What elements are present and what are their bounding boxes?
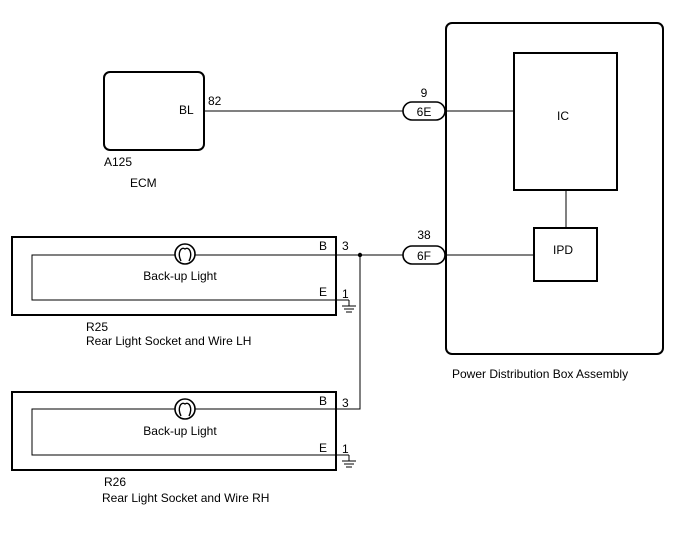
pdb-outline [445, 22, 664, 355]
connector-6e-pin: 9 [421, 86, 428, 100]
socket-rh-pin-e-letter: E [319, 441, 327, 455]
socket-lh-pin-e-letter: E [319, 285, 327, 299]
ground-icon [336, 454, 356, 468]
ipd-label: IPD [553, 243, 573, 257]
socket-rh-outline [11, 391, 337, 471]
socket-rh-name: Rear Light Socket and Wire RH [102, 491, 269, 505]
socket-lh-pin-b-number: 3 [342, 239, 349, 253]
socket-rh-connector: R26 [104, 475, 126, 489]
socket-lh-name: Rear Light Socket and Wire LH [86, 334, 251, 348]
connector-6f: 38 6F [402, 228, 446, 265]
power-distribution-box: IC IPD Power Distribution Box Assembly [445, 22, 664, 381]
socket-rh-light-label: Back-up Light [143, 424, 217, 438]
ecm: BL 82 A125 ECM [103, 71, 222, 190]
socket-lh-outline [11, 236, 337, 316]
socket-lh-pin-b-letter: B [319, 239, 327, 253]
connector-6f-pin: 38 [417, 228, 431, 242]
socket-lh-light-label: Back-up Light [143, 269, 217, 283]
ecm-pin-code: BL [179, 103, 194, 117]
connector-6f-code: 6F [417, 249, 431, 263]
socket-lh: Back-up Light B 3 E 1 R25 Rear Light Soc… [11, 236, 356, 348]
connector-6e-shape [402, 101, 446, 121]
socket-rh-pin-b-number: 3 [342, 396, 349, 410]
wire-splice-to-rh [336, 255, 361, 410]
ecm-connector: A125 [104, 155, 132, 169]
socket-rh: Back-up Light B 3 E 1 R26 Rear Light Soc… [11, 391, 356, 505]
socket-rh-pin-b-letter: B [319, 394, 327, 408]
socket-lh-pin-e-number: 1 [342, 287, 349, 301]
socket-lh-connector: R25 [86, 320, 108, 334]
connector-6e-code: 6E [417, 105, 432, 119]
ecm-pin-number: 82 [208, 94, 222, 108]
connector-6e: 9 6E [402, 86, 446, 121]
ecm-name: ECM [130, 176, 157, 190]
bulb-icon [174, 243, 196, 265]
ground-icon [336, 299, 356, 313]
ic-label: IC [557, 109, 569, 123]
bulb-icon [174, 398, 196, 420]
socket-rh-pin-e-number: 1 [342, 442, 349, 456]
pdb-name: Power Distribution Box Assembly [452, 367, 628, 381]
